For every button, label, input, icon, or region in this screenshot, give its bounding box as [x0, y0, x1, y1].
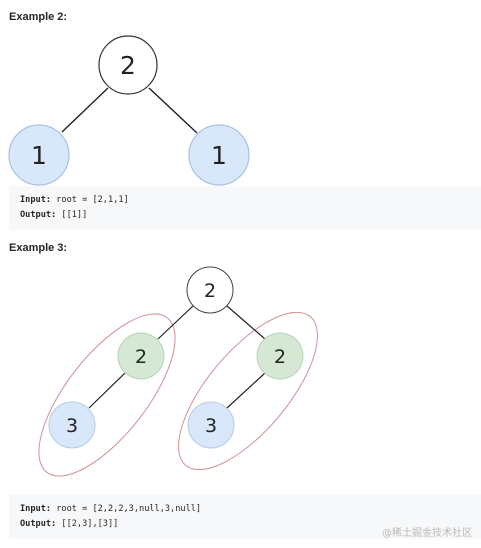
- input-line: Input: root = [2,2,2,3,null,3,null]: [20, 502, 470, 517]
- tree-edge: [88, 372, 126, 409]
- output-line: Output: [[1]]: [20, 208, 470, 223]
- tree-edge: [148, 87, 198, 134]
- tree-node-root: [98, 35, 158, 95]
- tree-edge: [226, 305, 266, 340]
- input-label: Input:: [20, 504, 52, 514]
- tree-node-label: 2: [274, 346, 286, 368]
- output-value: [[1]]: [61, 209, 88, 220]
- tree-node-label: 3: [205, 415, 217, 437]
- example-3-code-block: Input: root = [2,2,2,3,null,3,null] Outp…: [9, 495, 481, 539]
- output-label: Output:: [20, 209, 57, 220]
- output-value: [[2,3],[3]]: [61, 518, 119, 529]
- tree-node-left-child: [48, 401, 96, 449]
- tree-edge: [61, 87, 109, 133]
- tree-edge: [226, 372, 266, 409]
- input-label: Input:: [20, 195, 52, 205]
- group-ellipse-left: [38, 313, 176, 477]
- input-value: root = [2,2,2,3,null,3,null]: [56, 504, 202, 514]
- tree-node-label: 1: [31, 141, 47, 170]
- tree-node-label: 2: [204, 280, 216, 302]
- tree-node-label: 1: [211, 141, 227, 170]
- example-2-code-block: Input: root = [2,1,1] Output: [[1]]: [9, 186, 481, 230]
- tree-edge: [157, 305, 194, 340]
- input-line: Input: root = [2,1,1]: [20, 193, 470, 208]
- output-label: Output:: [20, 518, 57, 529]
- tree-node-right: [256, 332, 304, 380]
- input-value: root = [2,1,1]: [56, 195, 129, 205]
- tree-node-right: [188, 124, 250, 186]
- output-line: Output: [[2,3],[3]]: [20, 517, 470, 532]
- example-2-heading: Example 2:: [9, 11, 68, 23]
- tree-node-label: 2: [120, 51, 136, 80]
- watermark: @稀土掘金技术社区: [382, 528, 472, 539]
- tree-node-left: [8, 124, 70, 186]
- example-3-heading: Example 3:: [9, 242, 68, 254]
- tree-node-left: [117, 332, 165, 380]
- tree-node-label: 3: [66, 415, 78, 437]
- tree-node-right-child: [187, 401, 235, 449]
- group-ellipse-right: [177, 311, 319, 471]
- tree-node-label: 2: [135, 346, 147, 368]
- tree-node-root: [186, 266, 234, 314]
